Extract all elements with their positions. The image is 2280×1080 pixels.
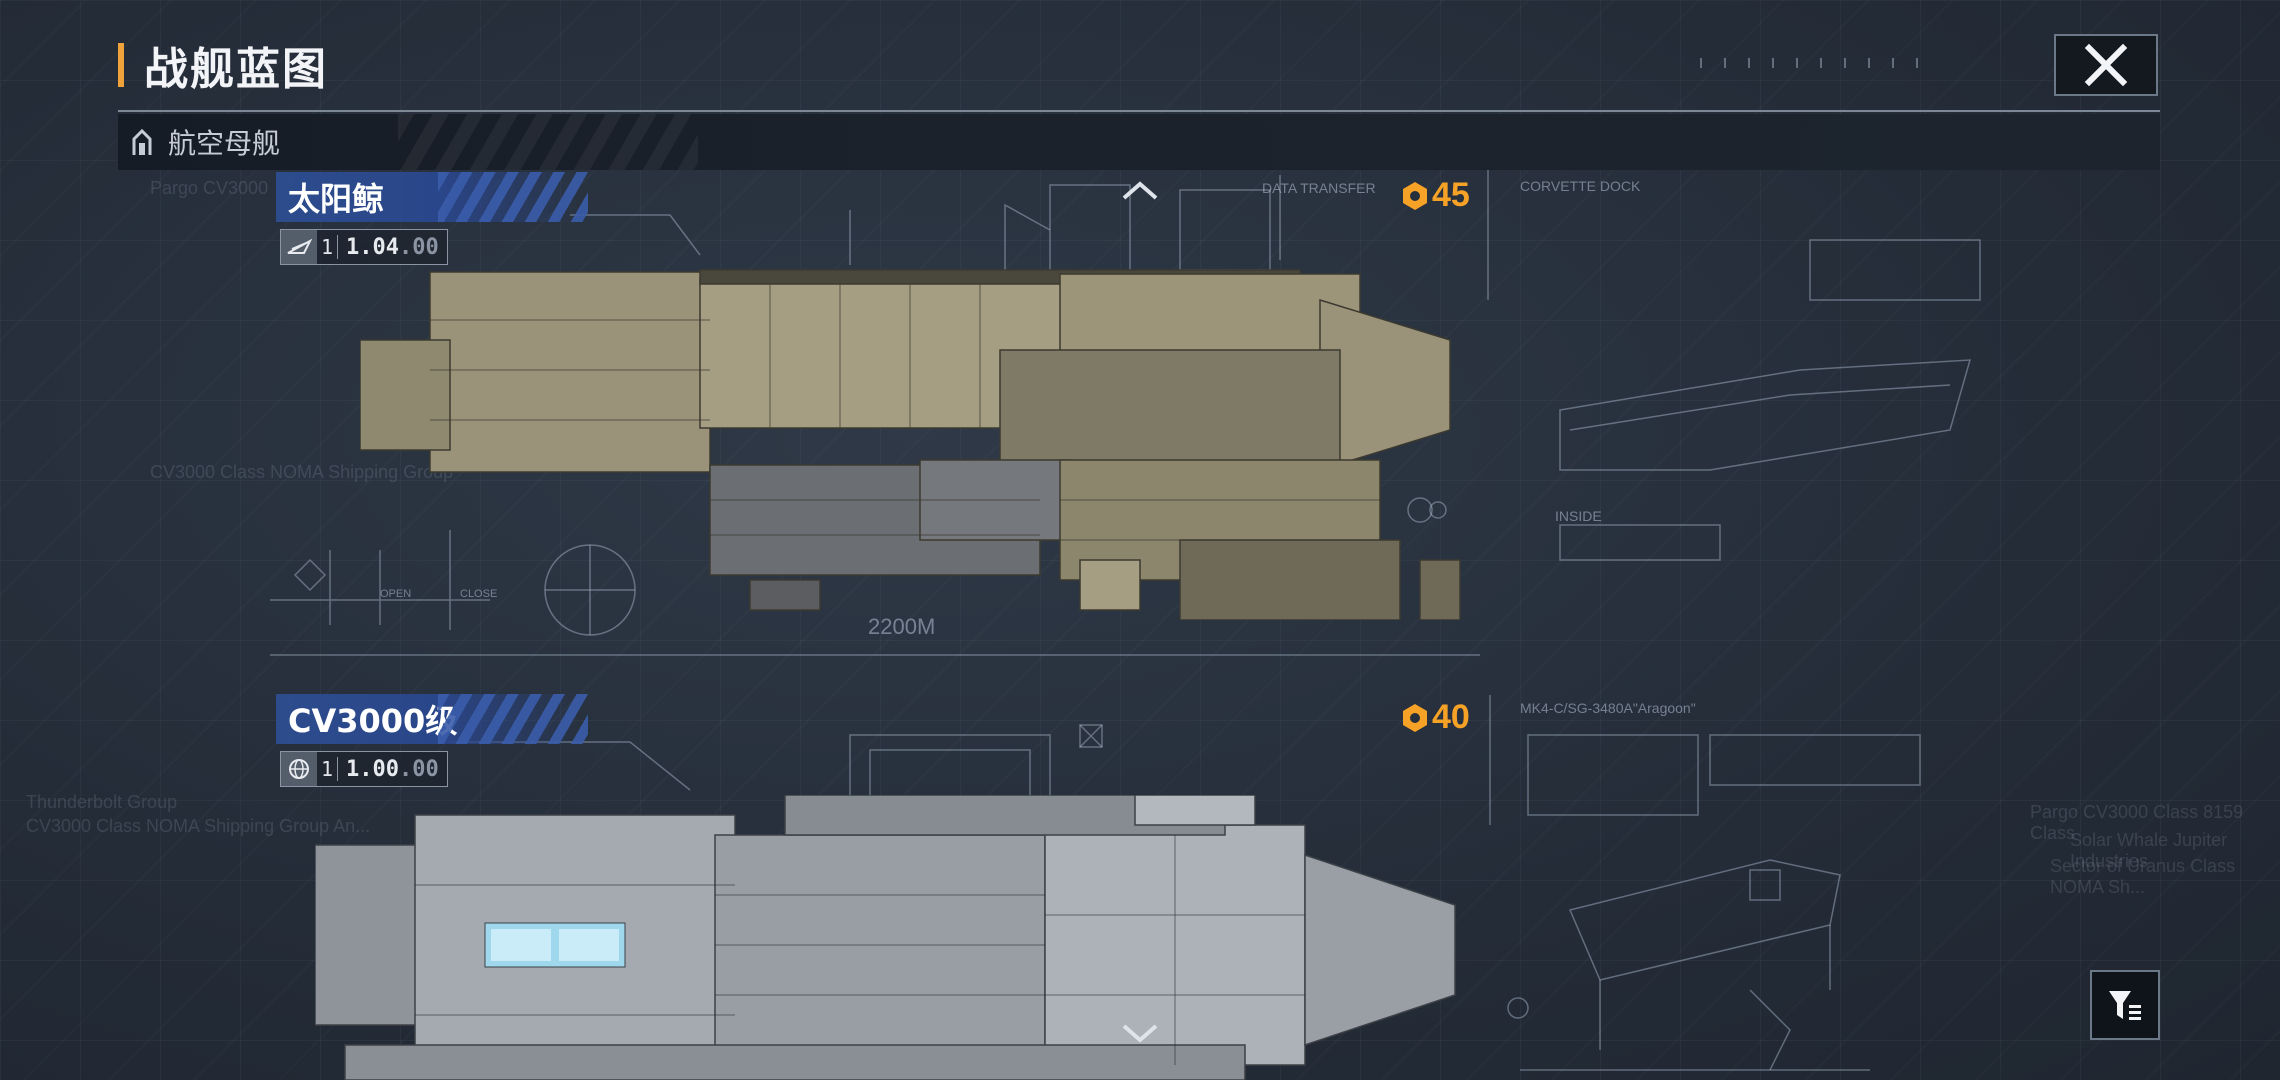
header-divider <box>118 110 2160 112</box>
bg-text: CV3000 Class NOMA Shipping Group <box>150 462 454 482</box>
ship-name: CV3000级 <box>288 702 458 740</box>
name-bar-stripes <box>438 694 588 744</box>
ship-cost-value: 40 <box>1432 698 1470 736</box>
ship-length-label: 2200M <box>868 614 936 639</box>
ship-name: 太阳鲸 <box>288 180 385 218</box>
blueprint-label-open: OPEN <box>380 588 412 600</box>
category-bar: 航空母舰 <box>118 114 2160 170</box>
bg-text: Solar Whale Jupiter Industries <box>2070 830 2228 871</box>
blueprint-label-close: CLOSE <box>460 588 498 600</box>
bg-text: CV3000 Class NOMA Shipping Group An... <box>26 816 371 836</box>
ship-stat-value: 1.00.00 <box>346 756 439 782</box>
bg-text: Thunderbolt Group <box>26 792 178 812</box>
close-button[interactable] <box>2054 34 2158 96</box>
blueprint-lines-2 <box>380 695 1921 1071</box>
resource-emblem-icon <box>1403 181 1427 210</box>
ship-stat-value: 1.04.00 <box>346 234 439 260</box>
blueprint-label-corvette: CORVETTE DOCK <box>1520 178 1641 194</box>
wing-class-icon <box>281 230 317 264</box>
chevron-down-icon[interactable] <box>1120 1022 1160 1046</box>
blueprint-label-data-transfer: DATA TRANSFER <box>1262 180 1376 196</box>
bg-text: Pargo CV3000 Class 8159 Class <box>2030 802 2244 843</box>
ship-cost-value: 45 <box>1432 176 1470 214</box>
category-label: 航空母舰 <box>168 127 281 160</box>
carrier-category-icon <box>132 128 152 155</box>
name-bar-stripes <box>438 172 588 222</box>
ship-cost: 45 <box>1400 176 1470 215</box>
page-header: 战舰蓝图 <box>118 42 328 95</box>
bg-text: Sector of Uranus Class NOMA Sh... <box>2050 856 2236 897</box>
ship-stat-box: 1 1.00.00 <box>280 751 448 787</box>
blueprint-label-inside: INSIDE <box>1555 508 1602 524</box>
ship-stat-box: 1 1.04.00 <box>280 229 448 265</box>
ship-cost: 40 <box>1400 698 1470 737</box>
ship-model-cv3000 <box>315 795 1456 1080</box>
bg-text: Pargo CV3000 <box>150 178 269 198</box>
globe-class-icon <box>281 752 317 786</box>
ship-name-bar: 太阳鲸 <box>276 172 588 222</box>
ship-name-bar: CV3000级 <box>276 694 588 744</box>
ship-count: 1 <box>317 235 338 259</box>
blueprint-label-mk: MK4-C/SG-3480A"Aragoon" <box>1520 700 1696 716</box>
category-bar-stripes <box>398 114 698 170</box>
decorative-ticks <box>1700 58 1935 68</box>
ship-count: 1 <box>317 757 338 781</box>
ship-model-solar-whale <box>360 269 1461 620</box>
close-icon <box>2084 43 2128 87</box>
title-accent <box>118 43 124 87</box>
filter-icon <box>2109 991 2141 1020</box>
filter-button[interactable] <box>2090 970 2160 1040</box>
chevron-up-icon[interactable] <box>1120 178 1160 202</box>
page-title: 战舰蓝图 <box>144 44 328 95</box>
resource-emblem-icon <box>1403 703 1427 732</box>
